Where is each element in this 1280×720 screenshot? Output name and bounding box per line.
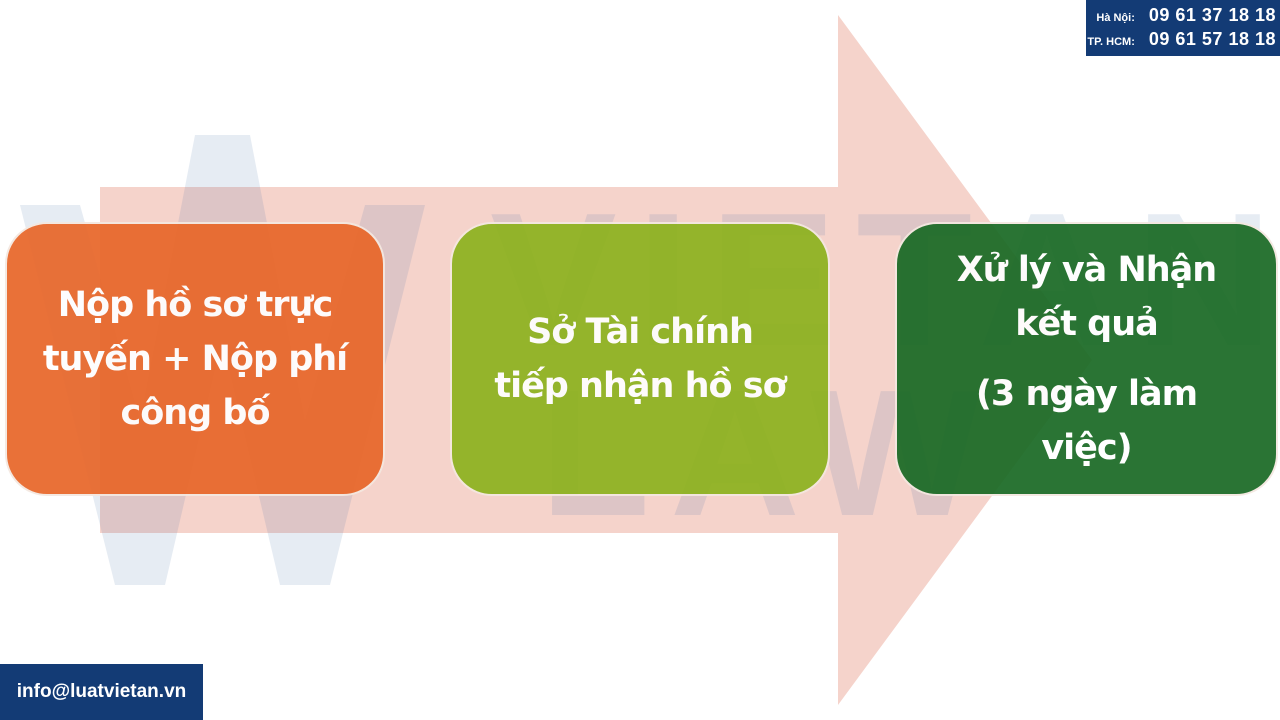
step-process-result: Xử lý và Nhận kết quả (3 ngày làm việc) [895,222,1278,496]
hanoi-phone[interactable]: 09 61 37 18 18 [1148,5,1276,25]
step-line: Sở Tài chính [527,312,754,352]
email-link[interactable]: info@luatvietan.vn [0,664,203,720]
step-duration: (3 ngày làm [975,374,1198,414]
step-duration: việc) [1041,428,1132,468]
hotline-panel: Hà Nội: 09 61 37 18 18 TP. HCM: 09 61 57… [1086,0,1280,56]
hanoi-label: Hà Nội: [1096,12,1135,24]
step-submit-online: Nộp hồ sơ trực tuyến + Nộp phí công bố [5,222,385,496]
step-line: Xử lý và Nhận [956,250,1217,290]
step-department-receives: Sở Tài chính tiếp nhận hồ sơ [450,222,830,496]
step-line: Nộp hồ sơ trực [57,285,333,325]
step-line: kết quả [1015,304,1159,344]
step-line: công bố [120,393,270,433]
step-line: tiếp nhận hồ sơ [494,366,786,406]
step-line: tuyến + Nộp phí [42,339,348,379]
hcm-label: TP. HCM: [1087,36,1135,48]
hcm-phone[interactable]: 09 61 57 18 18 [1148,29,1276,49]
